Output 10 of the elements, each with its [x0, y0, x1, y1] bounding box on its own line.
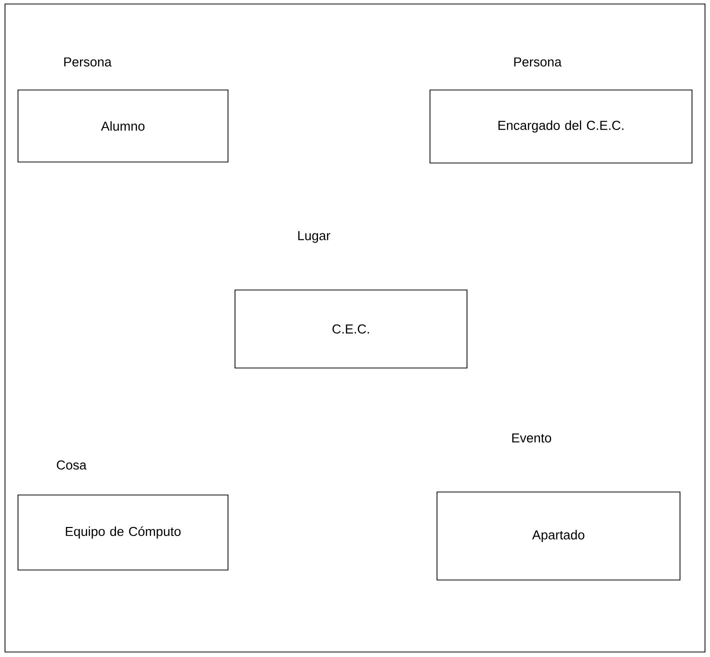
entity-box: Apartado — [436, 492, 680, 580]
entity-box: Encargado del C.E.C. — [430, 90, 692, 164]
heading: Persona — [514, 57, 562, 67]
heading: Persona — [64, 57, 112, 67]
heading: Cosa — [56, 460, 87, 470]
heading: Lugar — [298, 231, 330, 243]
heading: Evento — [512, 433, 552, 443]
entity-box: Equipo de Cómputo — [18, 494, 228, 570]
entity-box: Alumno — [18, 90, 228, 162]
entity-box: C.E.C. — [234, 290, 468, 368]
